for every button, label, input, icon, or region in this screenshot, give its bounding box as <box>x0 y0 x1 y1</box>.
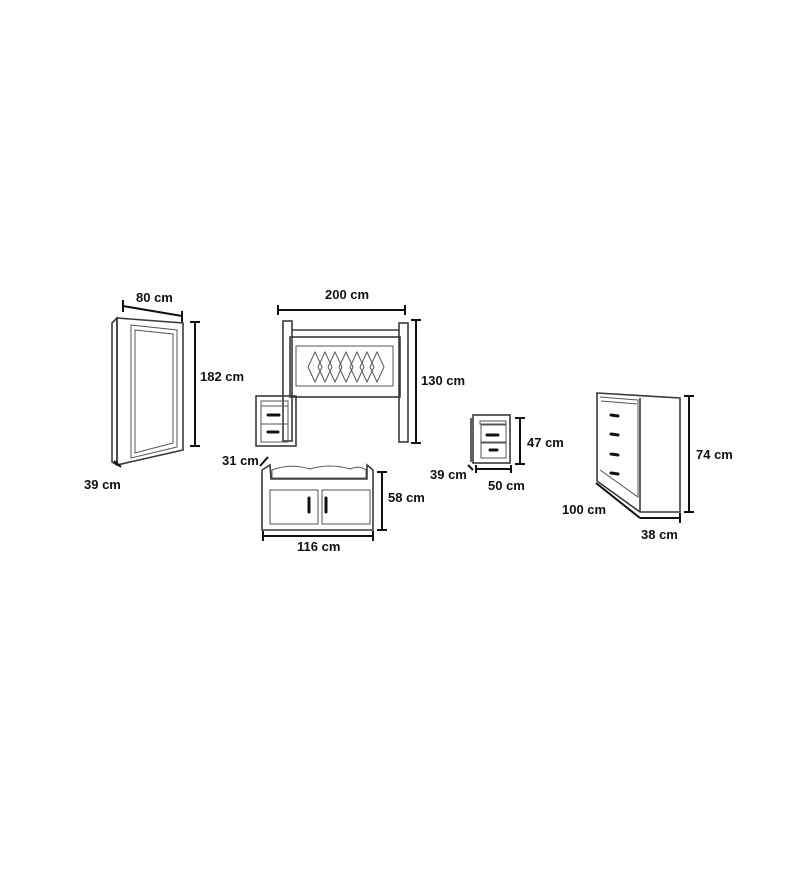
nightstand-left-depth-label: 31 cm <box>222 453 259 468</box>
headboard-height-label: 130 cm <box>421 373 465 388</box>
dresser-height-label: 74 cm <box>696 447 733 462</box>
bench-drawing: 58 cm 116 cm <box>261 463 425 554</box>
dresser-width-label: 100 cm <box>562 502 606 517</box>
nightstand-right-drawing: 47 cm 39 cm 50 cm <box>430 414 564 493</box>
nightstand-right-height-label: 47 cm <box>527 435 564 450</box>
mirror-width-label: 80 cm <box>136 290 173 305</box>
mirror-depth-label: 39 cm <box>84 477 121 492</box>
bench-width-label: 116 cm <box>297 539 340 554</box>
bench-height-label: 58 cm <box>388 490 425 505</box>
nightstand-left-drawing: 31 cm <box>222 395 297 468</box>
dresser-drawing: 74 cm 100 cm 38 cm <box>562 392 733 542</box>
nightstand-right-depth-label: 39 cm <box>430 467 467 482</box>
mirror-height-label: 182 cm <box>200 369 244 384</box>
headboard-width-label: 200 cm <box>325 287 369 302</box>
mirror-drawing: 80 cm 182 cm 39 cm <box>84 290 244 492</box>
dresser-depth-label: 38 cm <box>641 527 678 542</box>
nightstand-right-width-label: 50 cm <box>488 478 525 493</box>
headboard-drawing: 200 cm 130 cm <box>277 287 465 444</box>
